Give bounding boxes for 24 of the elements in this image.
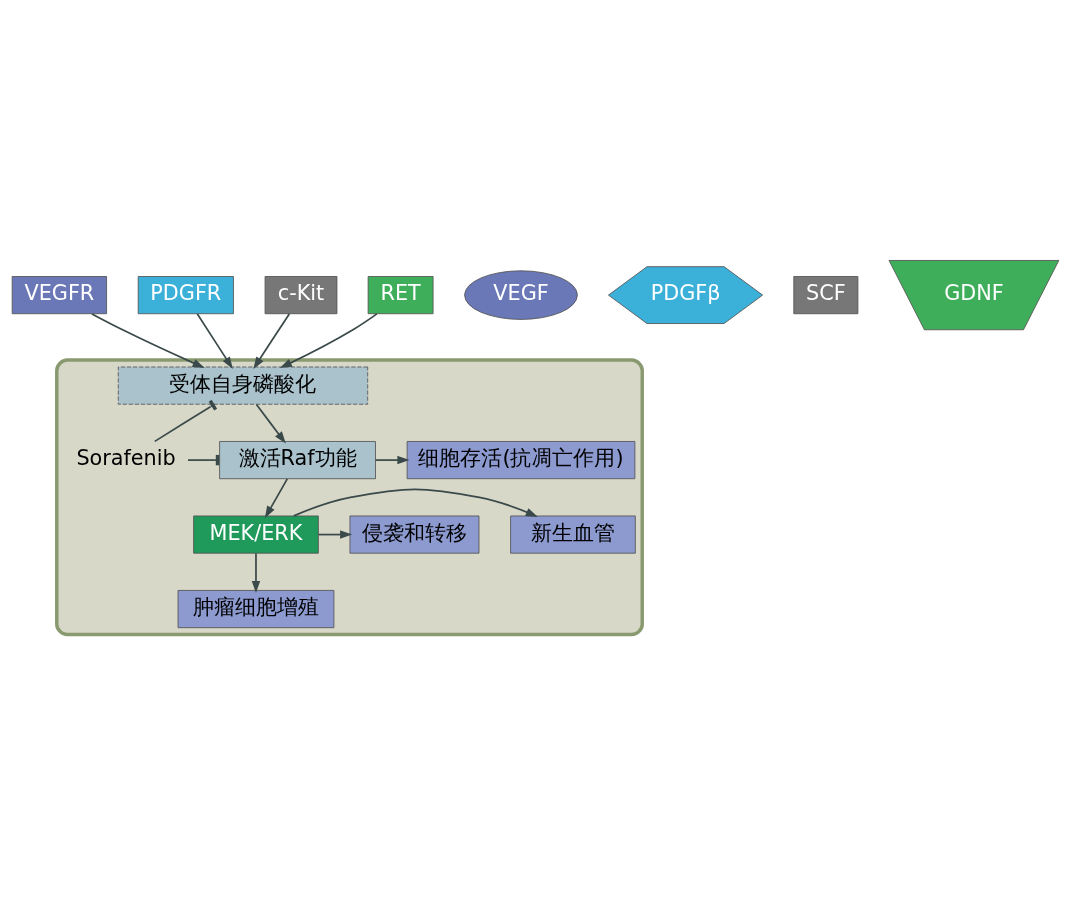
arrow — [317, 530, 353, 539]
arrow — [253, 313, 291, 369]
node-box: c-Kit — [264, 276, 338, 315]
node-box: PDGFR — [137, 276, 234, 315]
node-box: 受体自身磷酸化 — [117, 366, 369, 405]
node-box: MEK/ERK — [193, 515, 319, 554]
node-box: RET — [367, 276, 434, 315]
node-box: SCF — [793, 276, 859, 315]
node-box: 新生血管 — [510, 515, 636, 554]
arrow — [374, 455, 410, 465]
node-ellipse: VEGF — [464, 270, 578, 320]
node-box: 侵袭和转移 — [349, 515, 480, 554]
arrow — [292, 488, 538, 517]
node-box: 肿瘤细胞增殖 — [177, 590, 335, 629]
arrow — [279, 313, 378, 369]
node-box: 细胞存活(抗凋亡作用) — [406, 441, 636, 480]
arrow — [264, 478, 289, 519]
node-box: VEGFR — [11, 276, 107, 315]
node-text: Sorafenib — [76, 446, 176, 471]
arrow — [255, 403, 286, 444]
node-box: 激活Raf功能 — [219, 441, 376, 480]
arrow — [196, 313, 233, 369]
arrow — [251, 552, 261, 594]
arrow — [91, 313, 205, 368]
